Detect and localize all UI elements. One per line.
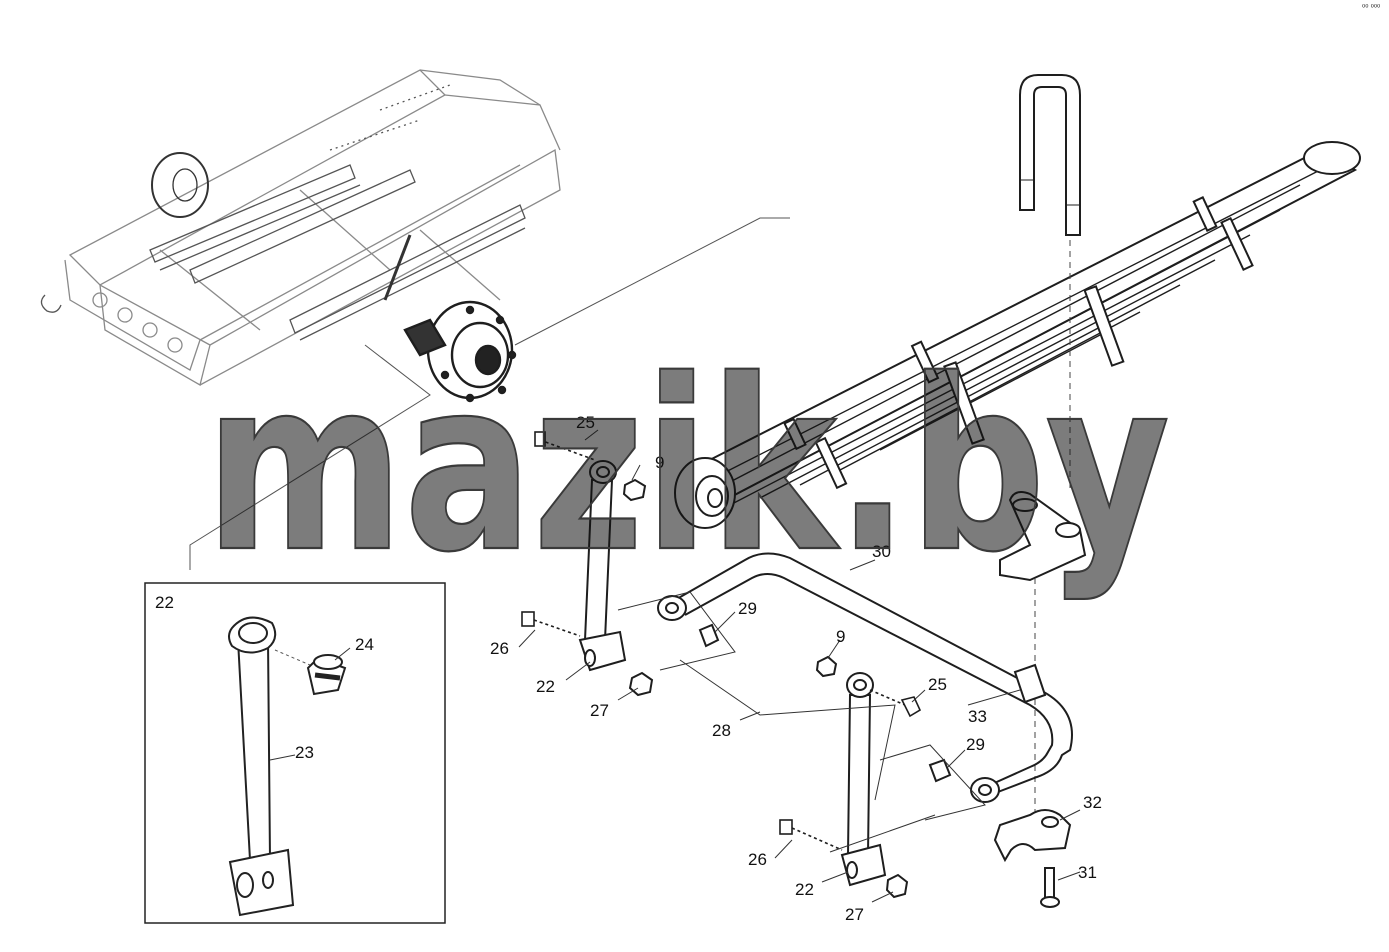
- callout-29-mid: 29: [966, 735, 985, 754]
- callout-27-bottom: 27: [845, 905, 864, 924]
- inset-id-label: 22: [155, 593, 174, 612]
- bushing: [306, 654, 347, 696]
- chassis-overview: [40, 69, 561, 386]
- link-bolt-top: [534, 431, 596, 461]
- callout-30: 30: [872, 542, 891, 561]
- stabilizer-link-rod: [228, 616, 295, 917]
- nut-9-top: [622, 478, 647, 502]
- callout-33: 33: [968, 707, 987, 726]
- inset-frame: [144, 582, 446, 924]
- wheel-hub: [403, 300, 517, 403]
- callout-9-mid: 9: [836, 627, 845, 646]
- callout-22-bottom: 22: [795, 880, 814, 899]
- callout-22-left: 22: [536, 677, 555, 696]
- bar-clamp: [993, 809, 1072, 863]
- clamp-bolt: [1040, 867, 1060, 908]
- nut-9-mid: [815, 655, 838, 678]
- callout-25-mid: 25: [928, 675, 947, 694]
- spring-bracket: [999, 491, 1087, 582]
- callout-31: 31: [1078, 863, 1097, 882]
- callout-leaders: [518, 429, 1081, 903]
- nut-27-left: [628, 671, 654, 697]
- u-bolt: [1019, 74, 1081, 236]
- callout-labels: 25 9 26 22 27 29 30 28 9 25 33 29 32 26 …: [490, 413, 1102, 924]
- reference-leaders: [189, 217, 790, 570]
- callout-29-top: 29: [738, 599, 757, 618]
- stabilizer-bar: [657, 552, 1073, 803]
- callout-27-left: 27: [590, 701, 609, 720]
- callout-32: 32: [1083, 793, 1102, 812]
- bolt-25-mid: [869, 689, 922, 718]
- callout-9-top: 9: [655, 453, 664, 472]
- bushing-29-top: [698, 623, 720, 648]
- group-lines: [617, 591, 986, 853]
- callout-26-left: 26: [490, 639, 509, 658]
- bolt-26-left: [521, 611, 581, 637]
- callout-23-inset: 23: [295, 743, 314, 762]
- right-stabilizer-link: [840, 672, 887, 887]
- bolt-26-bottom: [779, 819, 843, 851]
- watermark: mazik.by: [205, 329, 1170, 604]
- callout-24-inset: 24: [355, 635, 374, 654]
- callout-25-top: 25: [576, 413, 595, 432]
- corner-mark: ⁰⁰ ⁰⁰⁰: [1362, 3, 1380, 12]
- bushing-29-mid: [928, 758, 952, 783]
- callout-26-bottom: 26: [748, 850, 767, 869]
- leaf-spring: [674, 141, 1361, 529]
- detail-inset: 22 24 23: [144, 582, 446, 924]
- nut-27-bottom: [885, 873, 909, 899]
- callout-28: 28: [712, 721, 731, 740]
- left-stabilizer-link: [578, 460, 627, 672]
